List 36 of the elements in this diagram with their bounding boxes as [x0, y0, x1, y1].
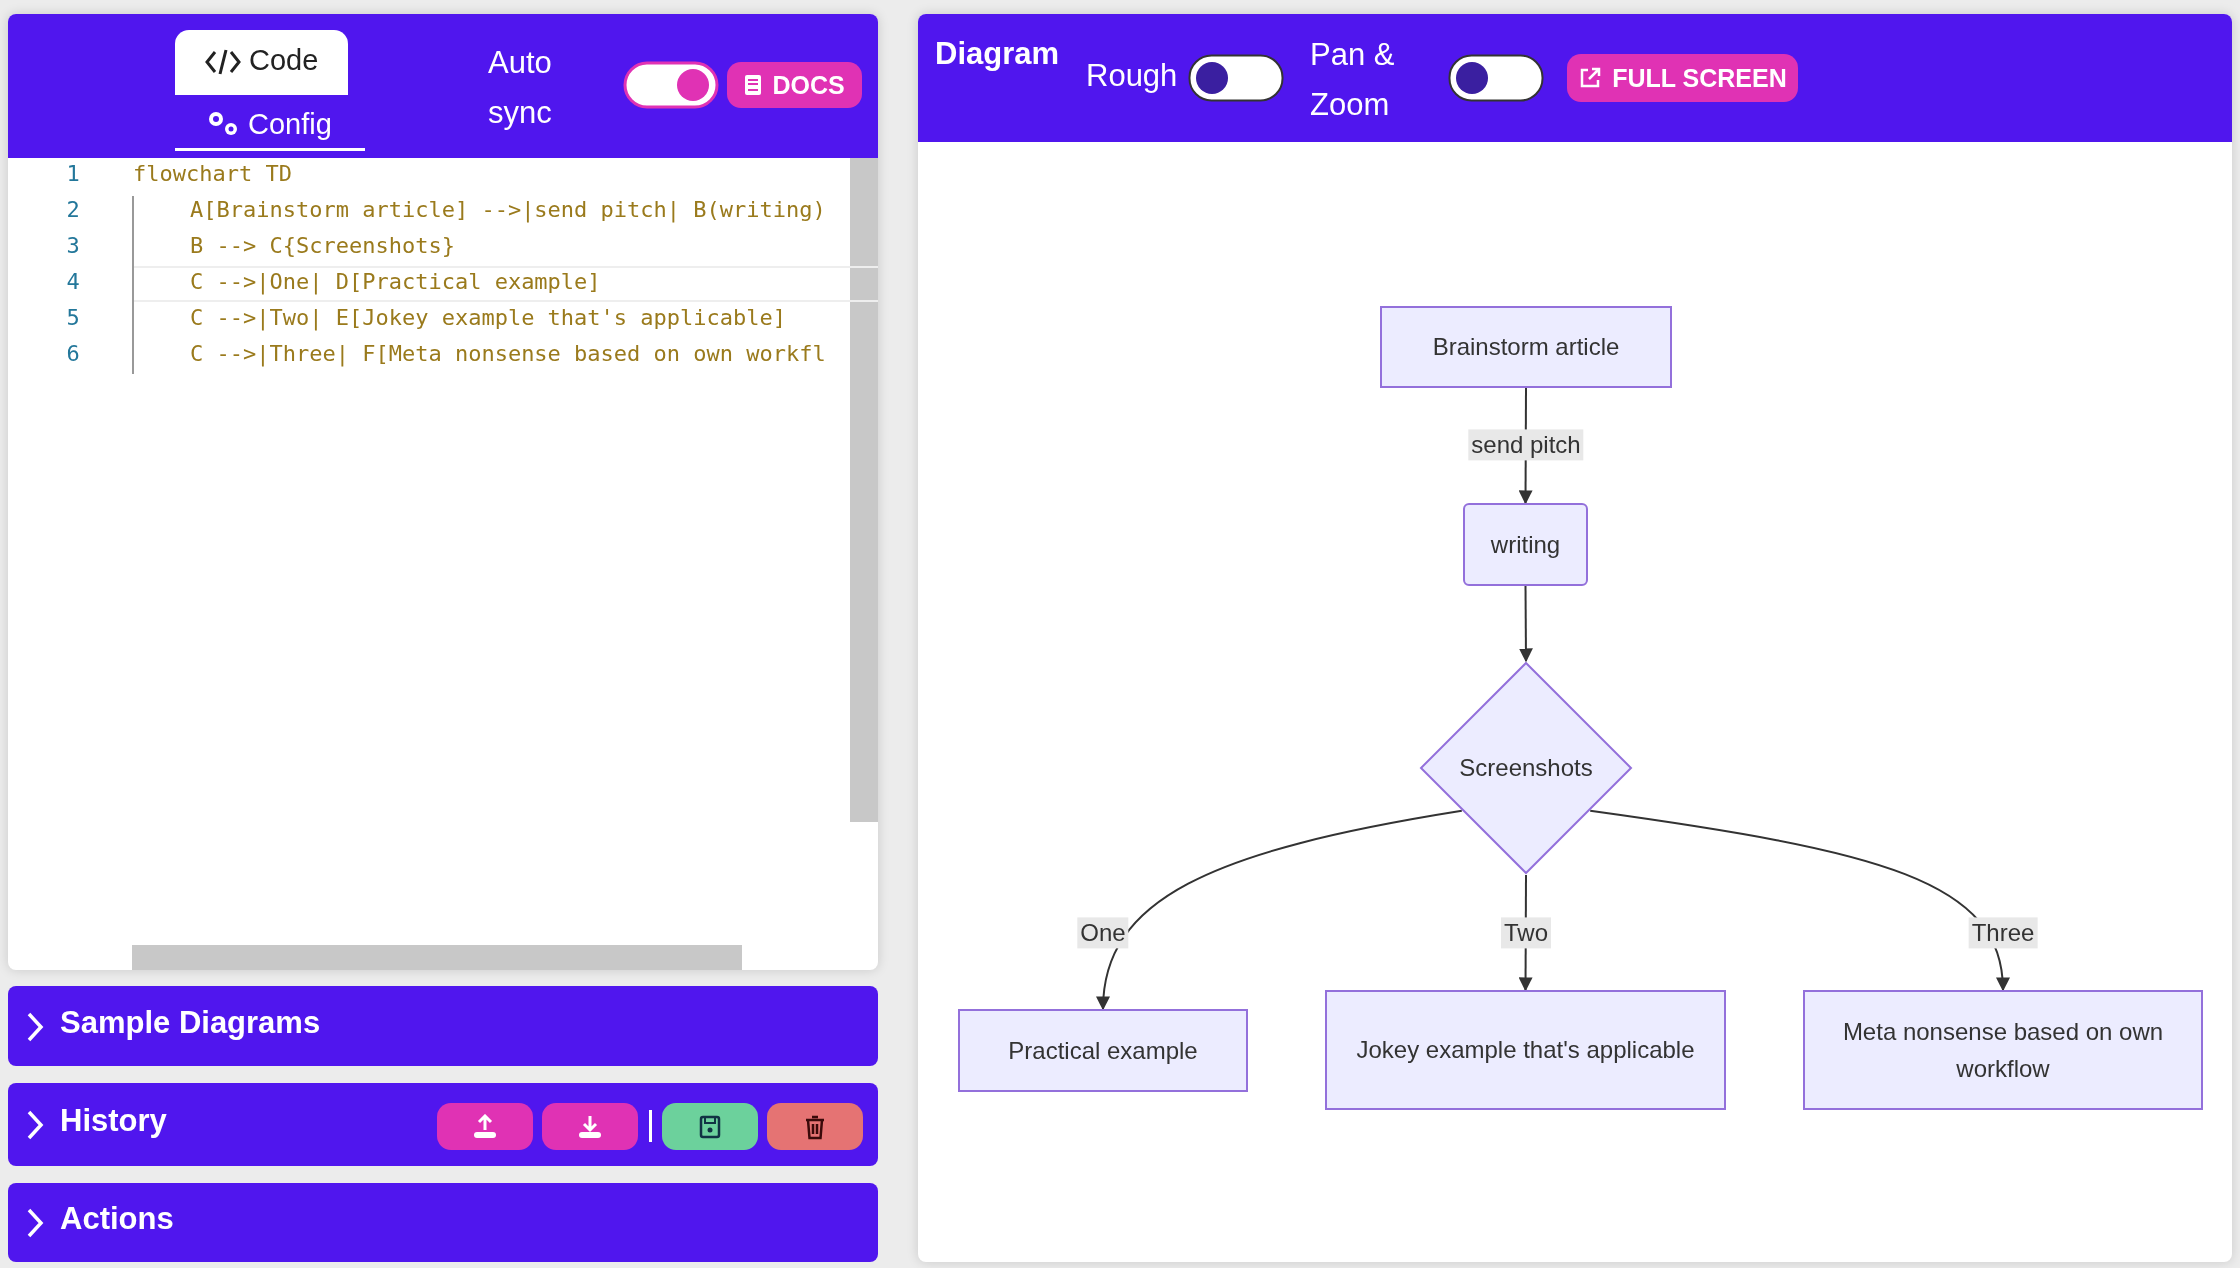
code-line: C -->|Three| F[Meta nonsense based on own workfl: [190, 341, 826, 366]
code-line: flowchart TD: [133, 161, 292, 186]
edge-label: Two: [1501, 917, 1551, 949]
full-screen-button: FULL SCREEN: [1567, 54, 1798, 102]
toggle-label: Rough: [1086, 58, 1178, 94]
section-title: Actions: [60, 1201, 174, 1237]
toggle-label: Auto sync: [488, 44, 553, 132]
process-box: Jokey example that's applicable: [1325, 990, 1726, 1110]
edge-label: One: [1077, 917, 1129, 949]
arrow: [1518, 585, 1533, 663]
line-number: 2: [65, 197, 81, 222]
arrow: [1589, 809, 2009, 992]
tab-label: Code: [249, 44, 319, 77]
code-line: C -->|Two| E[Jokey example that's applicable]: [190, 305, 787, 330]
code-line: B --> C{Screenshots}: [190, 233, 455, 258]
process-box: writing: [1463, 503, 1588, 586]
tab-label: Config: [248, 108, 332, 141]
process-box: Brainstorm article: [1380, 306, 1672, 388]
edge-label: send pitch: [1468, 429, 1584, 461]
section-title: Sample Diagrams: [60, 1005, 321, 1041]
docs-button: DOCS: [727, 62, 862, 108]
code-line: A[Brainstorm article] -->|send pitch| B(writing): [190, 197, 826, 222]
process-box: Meta nonsense based on own workflow: [1803, 990, 2203, 1110]
decision-diamond: Screenshots: [1419, 661, 1633, 875]
line-number: 4: [65, 269, 81, 294]
line-number: 6: [65, 341, 81, 366]
code-line: C -->|One| D[Practical example]: [190, 269, 601, 294]
line-number: 5: [65, 305, 81, 330]
process-box: Practical example: [958, 1009, 1248, 1092]
line-number: 1: [65, 161, 81, 186]
panel-title: Diagram: [935, 36, 1060, 72]
arrow: [1097, 809, 1463, 1011]
section-title: History: [60, 1103, 167, 1139]
line-number: 3: [65, 233, 81, 258]
edge-label: Three: [1968, 917, 2038, 949]
toggle-label: Pan & Zoom: [1310, 36, 1396, 124]
